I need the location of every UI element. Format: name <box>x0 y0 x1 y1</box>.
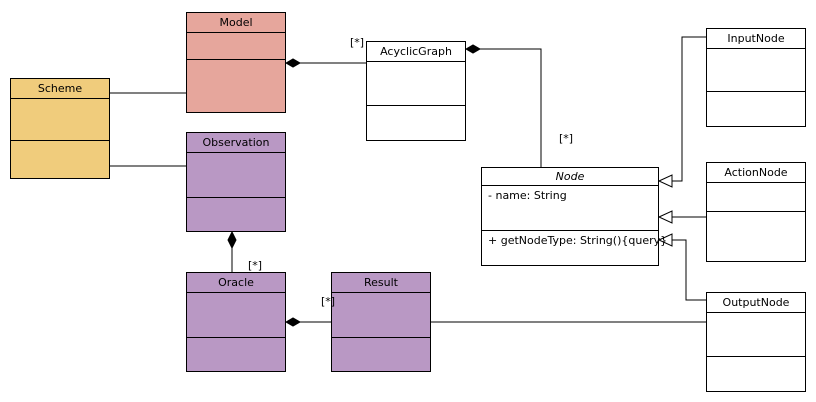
class-result[interactable]: Result <box>331 272 431 372</box>
class-actionnode[interactable]: ActionNode <box>706 162 806 262</box>
class-oracle-operations <box>187 338 285 371</box>
class-node-attribute: - name: String <box>482 186 658 231</box>
class-acyclicgraph[interactable]: AcyclicGraph <box>366 41 466 141</box>
multiplicity-oracle: [*] <box>248 259 263 272</box>
class-actionnode-attributes <box>707 183 805 212</box>
class-model-operations <box>187 60 285 112</box>
class-observation-name: Observation <box>187 133 285 153</box>
class-actionnode-operations <box>707 212 805 261</box>
class-inputnode-operations <box>707 92 805 126</box>
class-actionnode-name: ActionNode <box>707 163 805 183</box>
class-inputnode[interactable]: InputNode <box>706 28 806 127</box>
composition-diamond-oracle <box>284 317 302 327</box>
class-node-name: Node <box>482 168 658 186</box>
class-scheme-operations <box>11 141 109 178</box>
generalization-arrow-inputnode <box>657 174 673 188</box>
multiplicity-result: [*] <box>321 295 336 308</box>
class-result-name: Result <box>332 273 430 293</box>
class-observation-operations <box>187 198 285 231</box>
class-outputnode-name: OutputNode <box>707 293 805 313</box>
class-node[interactable]: Node - name: String + getNodeType: Strin… <box>481 167 668 266</box>
generalization-arrow-actionnode <box>657 210 673 224</box>
class-model-attributes <box>187 33 285 60</box>
class-outputnode-operations <box>707 357 805 391</box>
multiplicity-node: [*] <box>559 132 574 145</box>
composition-diamond-observation <box>227 230 237 250</box>
class-result-attributes <box>332 293 430 338</box>
class-observation[interactable]: Observation <box>186 132 286 232</box>
generalization-arrow-outputnode <box>657 233 673 247</box>
class-inputnode-attributes <box>707 49 805 92</box>
composition-diamond-model <box>284 58 302 68</box>
class-acyclicgraph-name: AcyclicGraph <box>367 42 465 62</box>
class-inputnode-name: InputNode <box>707 29 805 49</box>
class-model[interactable]: Model <box>186 12 286 113</box>
class-observation-attributes <box>187 153 285 198</box>
generalization-outputnode <box>672 239 706 301</box>
class-scheme[interactable]: Scheme <box>10 78 110 179</box>
class-oracle-attributes <box>187 293 285 338</box>
composition-diamond-acyclicgraph <box>464 44 482 54</box>
class-acyclicgraph-attributes <box>367 62 465 106</box>
class-result-operations <box>332 338 430 371</box>
class-model-name: Model <box>187 13 285 33</box>
class-scheme-attributes <box>11 99 109 141</box>
generalization-inputnode <box>672 36 706 182</box>
class-node-operation: + getNodeType: String(){query} <box>488 234 668 247</box>
class-acyclicgraph-operations <box>367 106 465 140</box>
multiplicity-acyclicgraph: [*] <box>350 36 365 49</box>
class-oracle-name: Oracle <box>187 273 285 293</box>
class-outputnode[interactable]: OutputNode <box>706 292 806 392</box>
class-scheme-name: Scheme <box>11 79 109 99</box>
class-outputnode-attributes <box>707 313 805 357</box>
edge-acyclicgraph-node <box>480 48 542 167</box>
class-oracle[interactable]: Oracle <box>186 272 286 372</box>
